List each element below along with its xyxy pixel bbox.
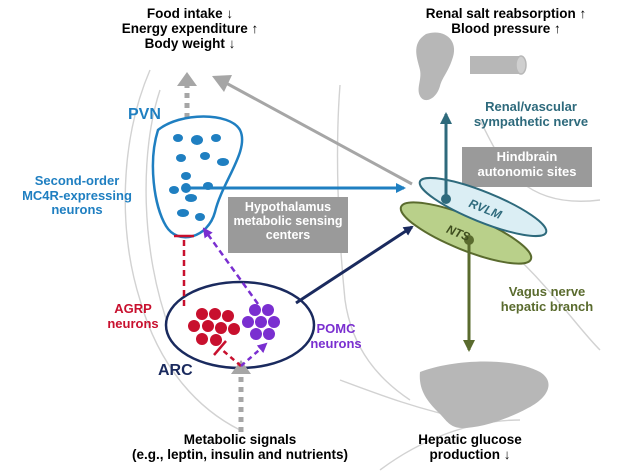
- renal-nerve-line-1: Renal/vascular: [485, 99, 577, 114]
- top-right-outcomes: Renal salt reabsorption ↑ Blood pressure…: [396, 6, 616, 36]
- arc-label: ARC: [158, 362, 193, 379]
- gray-arrow-hindbrain-to-top: [212, 75, 413, 186]
- hypothalamus-line-2: metabolic sensing: [233, 214, 343, 228]
- hindbrain-box: [462, 147, 592, 187]
- teal-arrow-renal-nerve: [440, 112, 452, 204]
- hypothalamus-label: Hypothalamus metabolic sensing centers: [228, 200, 348, 242]
- pomc-line-2: neurons: [310, 335, 362, 351]
- second-order-line-2: MC4R-expressing: [22, 187, 132, 203]
- agrp-inhibition-by-signal: [213, 340, 242, 367]
- hypothalamus-line-3: centers: [265, 228, 311, 242]
- pomc-activation-by-signal: [240, 342, 268, 367]
- hindbrain-label: Hindbrain autonomic sites: [462, 149, 592, 179]
- blue-arrow-pvn-to-hindbrain: [181, 183, 406, 193]
- metabolic-signals-label: Metabolic signals (e.g., leptin, insulin…: [90, 432, 390, 462]
- kidney-icon: [416, 32, 455, 101]
- second-order-neurons-label: Second-order MC4R-expressing neurons: [4, 173, 150, 218]
- vagus-line-1: Vagus nerve: [508, 284, 586, 299]
- hindbrain-line-1: Hindbrain: [496, 149, 558, 164]
- agrp-line-2: neurons: [107, 315, 159, 331]
- renal-nerve-label: Renal/vascular sympathetic nerve: [456, 99, 606, 129]
- metabolic-signal-arrow: [231, 360, 251, 432]
- second-order-line-3: neurons: [51, 202, 103, 218]
- agrp-label: AGRP neurons: [100, 301, 166, 331]
- hepatic-output-label: Hepatic glucose production ↓: [400, 432, 540, 462]
- metabolic-signals-line-2: (e.g., leptin, insulin and nutrients): [132, 447, 348, 463]
- agrp-line-1: AGRP: [114, 301, 152, 316]
- navy-arrow-arc-to-hindbrain: [295, 225, 414, 305]
- pomc-label: POMC neurons: [296, 321, 376, 351]
- olive-arrow-vagus-nerve: [463, 235, 475, 352]
- gray-dotted-arrow-pvn-up: [177, 72, 197, 118]
- outcome-food-intake: Food intake ↓: [146, 6, 234, 21]
- hypothalamus-line-1: Hypothalamus: [244, 200, 332, 214]
- metabolic-signals-line-1: Metabolic signals: [183, 432, 297, 447]
- agrp-neuron-dots: [188, 308, 240, 346]
- agrp-inhibition-to-pvn: [174, 234, 194, 306]
- hindbrain-line-2: autonomic sites: [477, 163, 577, 179]
- hepatic-output-line-1: Hepatic glucose: [418, 432, 522, 447]
- pvn-label: PVN: [128, 106, 161, 123]
- hepatic-output-line-2: production ↓: [429, 447, 511, 463]
- vagus-nerve-label: Vagus nerve hepatic branch: [480, 284, 614, 314]
- renal-nerve-line-2: sympathetic nerve: [473, 113, 589, 129]
- rvlm-ellipse: [418, 176, 548, 238]
- top-left-outcomes: Food intake ↓ Energy expenditure ↑ Body …: [110, 6, 270, 51]
- outcome-renal-salt: Renal salt reabsorption ↑: [425, 6, 587, 21]
- outcome-blood-pressure: Blood pressure ↑: [451, 21, 561, 37]
- vagus-line-2: hepatic branch: [500, 298, 594, 314]
- pomc-neuron-dots: [242, 304, 280, 340]
- blood-vessel-icon: [470, 55, 527, 75]
- second-order-line-1: Second-order: [34, 173, 120, 188]
- pvn-shape: [151, 115, 244, 239]
- hypothalamus-box: [228, 197, 348, 253]
- outcome-energy-expenditure: Energy expenditure ↑: [121, 21, 259, 37]
- pomc-line-1: POMC: [316, 321, 356, 336]
- outcome-body-weight: Body weight ↓: [144, 36, 236, 52]
- liver-icon: [419, 361, 549, 428]
- pomc-arrow-to-pvn: [202, 227, 260, 305]
